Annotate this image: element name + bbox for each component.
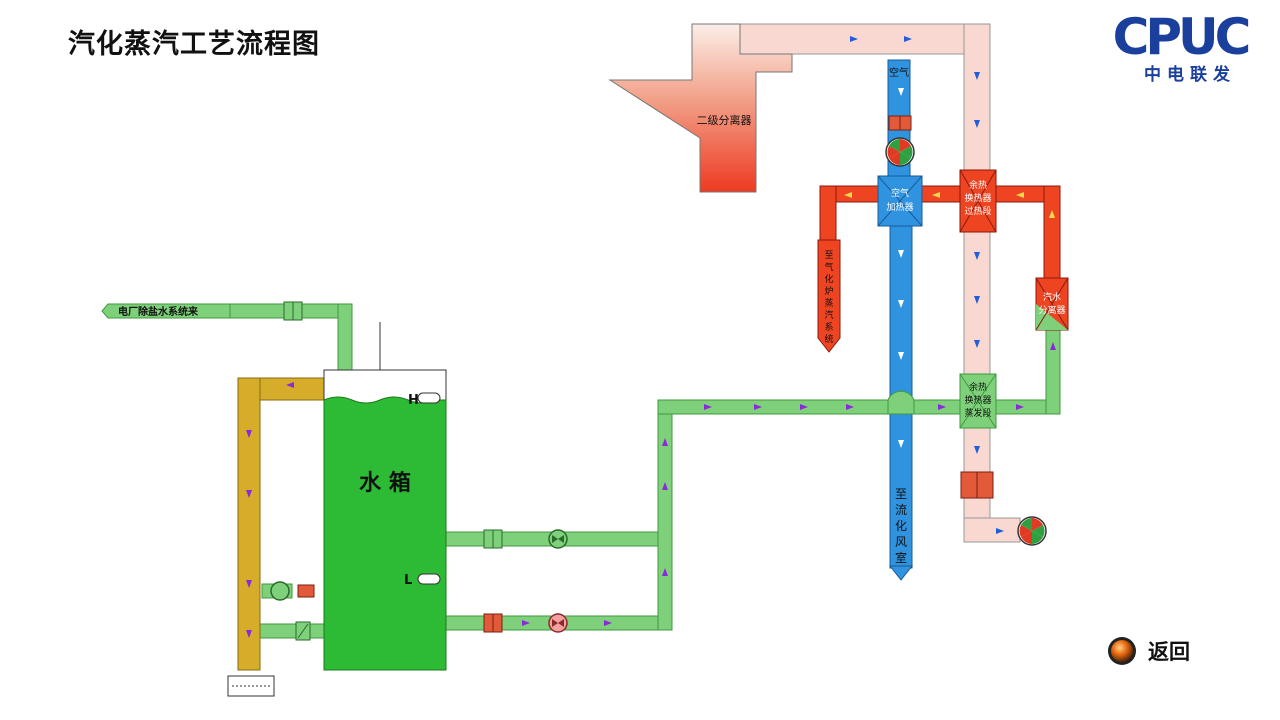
logo-subtitle: 中电联发: [1144, 65, 1236, 85]
to-air-chamber-char-2: 化: [895, 519, 907, 533]
back-orb-icon: [1108, 637, 1136, 665]
air-inlet-label: 空气: [889, 66, 909, 79]
flue-fan-icon: [1017, 516, 1047, 546]
air-heater-label-1: 空气: [891, 187, 909, 199]
level-high-label: H: [408, 393, 419, 408]
whr-evaporator-label-1: 余热: [969, 381, 987, 393]
steam-separator-label-1: 汽水: [1043, 291, 1061, 303]
to-gasifier-steam-label: 至 气 化 炉 蒸 汽 系 统: [824, 250, 833, 345]
air-heater: 空气 加热器: [877, 175, 923, 227]
company-logo: CPUC 中电联发: [1090, 8, 1270, 90]
water-tank-label: 水 箱: [359, 470, 411, 496]
whr-superheat-label-3: 过热段: [964, 205, 991, 217]
logo-mark-text: CPUC: [1113, 10, 1249, 62]
drain-pipe: [227, 377, 325, 697]
page-title: 汽化蒸汽工艺流程图: [68, 29, 320, 60]
flow-arrows-water: [246, 342, 1056, 638]
to-gasifier-char-2: 化: [824, 273, 833, 285]
to-air-chamber-char-4: 室: [895, 550, 907, 565]
secondary-separator: 二级分离器: [608, 23, 793, 193]
to-fluidized-air-chamber-label: 至 流 化 风 室: [895, 487, 907, 565]
logo-mark-icon: CPUC: [1113, 8, 1253, 66]
lower-pump-icon: [548, 613, 568, 633]
to-air-chamber-char-1: 流: [895, 503, 907, 517]
flow-arrows-steam: [844, 192, 1055, 218]
whr-superheat-label-2: 换热器: [964, 192, 991, 204]
steam-pipe: [817, 185, 1061, 353]
demin-inlet-valve-icon: [283, 301, 303, 321]
whr-evaporator-label-3: 蒸发段: [964, 407, 991, 419]
level-low-label: L: [404, 573, 412, 588]
air-fan-icon: [885, 137, 915, 167]
whr-evaporator-label-2: 换热器: [964, 394, 991, 406]
upper-outlet-valve-icon: [483, 529, 503, 549]
secondary-separator-label: 二级分离器: [697, 113, 752, 127]
whr-superheat-section: 余热 换热器 过热段: [959, 169, 997, 233]
to-gasifier-char-6: 系: [824, 322, 833, 333]
flow-arrows-air: [898, 88, 904, 448]
water-tank: 水 箱 H L: [323, 322, 447, 671]
check-valve-icon: [295, 621, 311, 641]
back-button[interactable]: 返回: [1106, 634, 1216, 668]
demin-source-label: 电厂除盐水系统来: [118, 305, 199, 318]
to-gasifier-char-7: 统: [824, 333, 833, 345]
lower-outlet-valve-icon: [483, 613, 503, 633]
flow-arrows-flue: [850, 36, 1004, 534]
to-gasifier-char-1: 气: [824, 261, 833, 273]
air-heater-label-2: 加热器: [886, 201, 913, 213]
to-gasifier-char-3: 炉: [824, 285, 833, 297]
back-button-label: 返回: [1148, 640, 1190, 664]
whr-superheat-label-1: 余热: [969, 179, 987, 191]
to-gasifier-char-4: 蒸: [824, 297, 833, 309]
to-gasifier-char-5: 汽: [824, 309, 833, 321]
to-air-chamber-char-3: 风: [895, 535, 907, 549]
to-air-chamber-char-0: 至: [895, 487, 907, 501]
to-gasifier-char-0: 至: [824, 250, 833, 261]
steam-separator: 汽水 分离器: [1035, 277, 1069, 331]
steam-separator-label-2: 分离器: [1038, 304, 1065, 316]
whr-evaporator-section: 余热 换热器 蒸发段: [959, 373, 997, 429]
recirc-pump-icon: [270, 581, 315, 601]
upper-pump-icon: [548, 529, 568, 549]
